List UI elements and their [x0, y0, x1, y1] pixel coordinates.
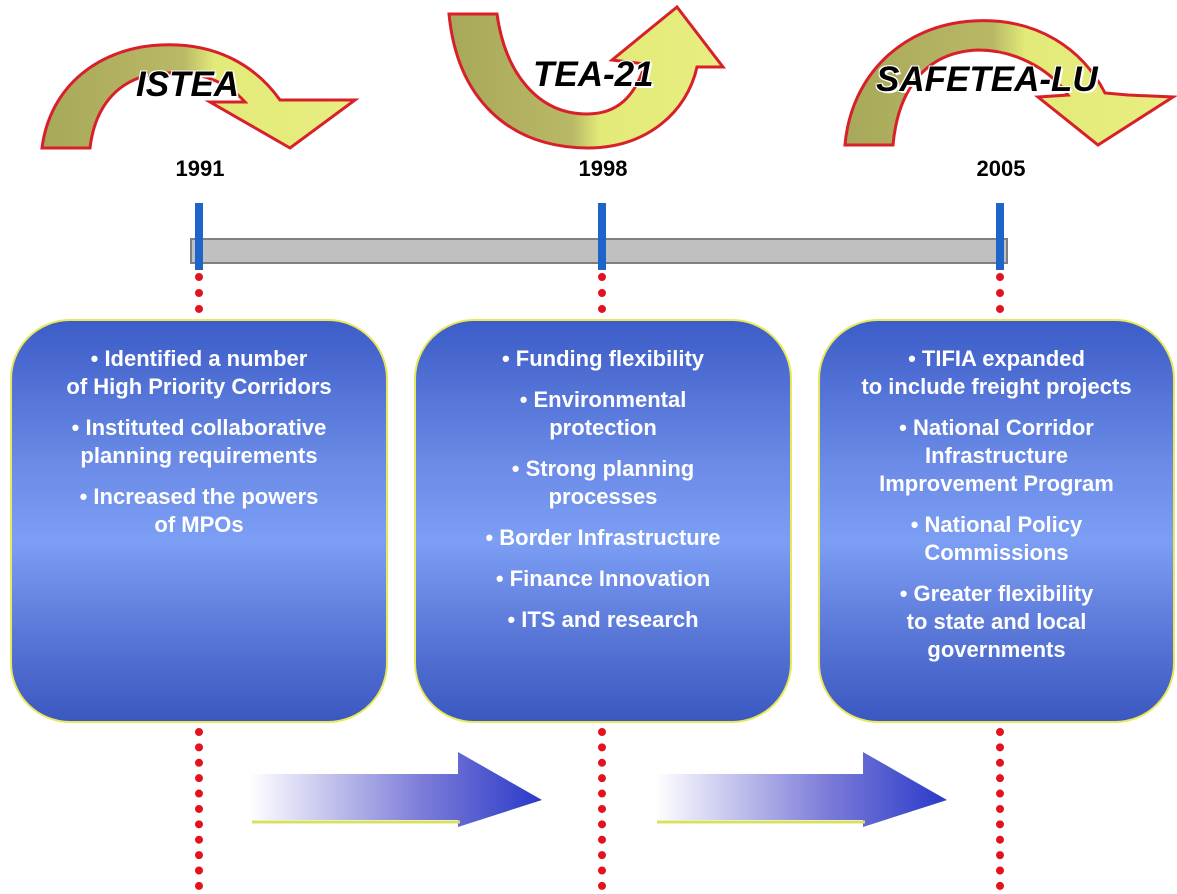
istea-provisions-box: • Identified a number of High Priority C… [10, 319, 388, 723]
list-item: • Identified a number of High Priority C… [66, 346, 332, 399]
act-label-safetea-lu: SAFETEA-LU [876, 60, 1098, 99]
istea-curved-arrow [40, 43, 360, 150]
dotted-connector-upper-1998 [598, 273, 606, 313]
tea21-provisions-box: • Funding flexibility • Environmental pr… [414, 319, 792, 723]
act-label-tea21: TEA-21 [533, 55, 654, 94]
list-item: • Environmental protection [519, 387, 687, 440]
tea21-curved-arrow [447, 4, 727, 150]
list-item: • Border Infrastructure [485, 525, 721, 550]
list-item: • Strong planning processes [511, 456, 695, 509]
act-label-istea: ISTEA [136, 65, 240, 104]
list-item: • Greater flexibility to state and local… [899, 581, 1094, 662]
safetea-lu-provisions-box: • TIFIA expanded to include freight proj… [818, 319, 1175, 723]
list-item: • Increased the powers of MPOs [79, 484, 319, 537]
list-item: • National Policy Commissions [910, 512, 1083, 565]
dotted-connector-upper-1991 [195, 273, 203, 313]
year-label-1991: 1991 [175, 156, 225, 181]
list-item: • Funding flexibility [501, 346, 705, 371]
list-item: • National Corridor Infrastructure Impro… [879, 415, 1114, 496]
flow-arrow-right-1 [250, 752, 542, 827]
year-label-2005: 2005 [976, 156, 1026, 181]
list-item: • Finance Innovation [495, 566, 711, 591]
list-item: • TIFIA expanded to include freight proj… [861, 346, 1132, 399]
list-item: • Instituted collaborative planning requ… [71, 415, 327, 468]
list-item: • ITS and research [507, 607, 699, 632]
safetea-lu-curved-arrow [843, 19, 1177, 147]
flow-arrow-right-2 [655, 752, 947, 827]
dotted-connector-upper-2005 [996, 273, 1004, 313]
dotted-connector-lower-1998 [598, 728, 606, 890]
dotted-connector-lower-2005 [996, 728, 1004, 890]
timeline-tick-2005 [996, 203, 1004, 270]
timeline-tick-1991 [195, 203, 203, 270]
timeline-tick-1998 [598, 203, 606, 270]
year-label-1998: 1998 [578, 156, 628, 181]
dotted-connector-lower-1991 [195, 728, 203, 890]
